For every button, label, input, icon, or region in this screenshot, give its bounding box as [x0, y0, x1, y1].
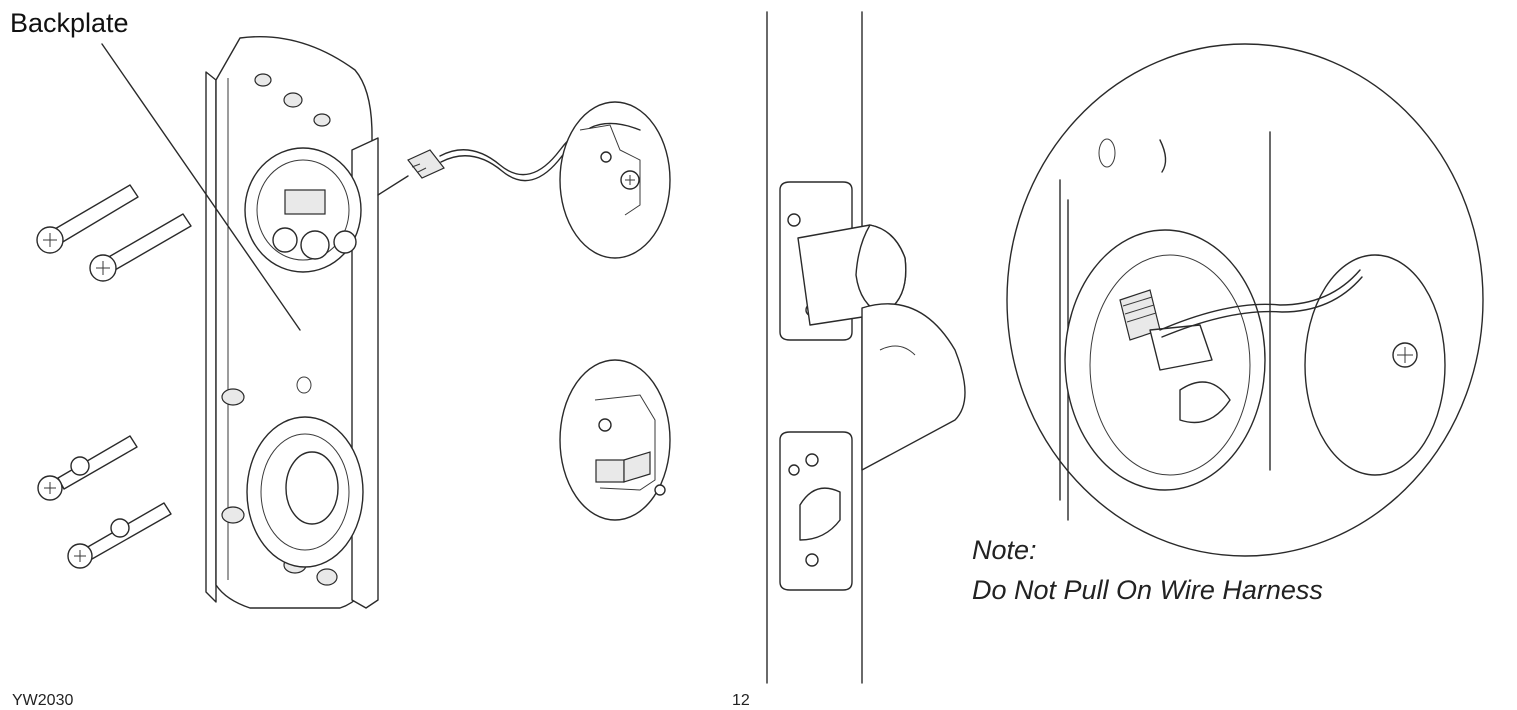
- note-text: Do Not Pull On Wire Harness: [972, 575, 1323, 605]
- backplate-label: Backplate: [10, 8, 129, 38]
- backplate-illustration: [205, 35, 593, 609]
- detail-view-large: [1006, 43, 1484, 557]
- detail-view-lower: [559, 359, 671, 521]
- note-title: Note:: [972, 535, 1037, 565]
- document-code: YW2030: [12, 692, 74, 709]
- short-screws: [37, 435, 172, 569]
- detail-view-upper: [559, 101, 671, 259]
- door-edge-illustration: [766, 11, 966, 684]
- long-screws: [36, 184, 192, 282]
- backplate-leader-line: [101, 43, 301, 331]
- page-number: 12: [732, 692, 750, 709]
